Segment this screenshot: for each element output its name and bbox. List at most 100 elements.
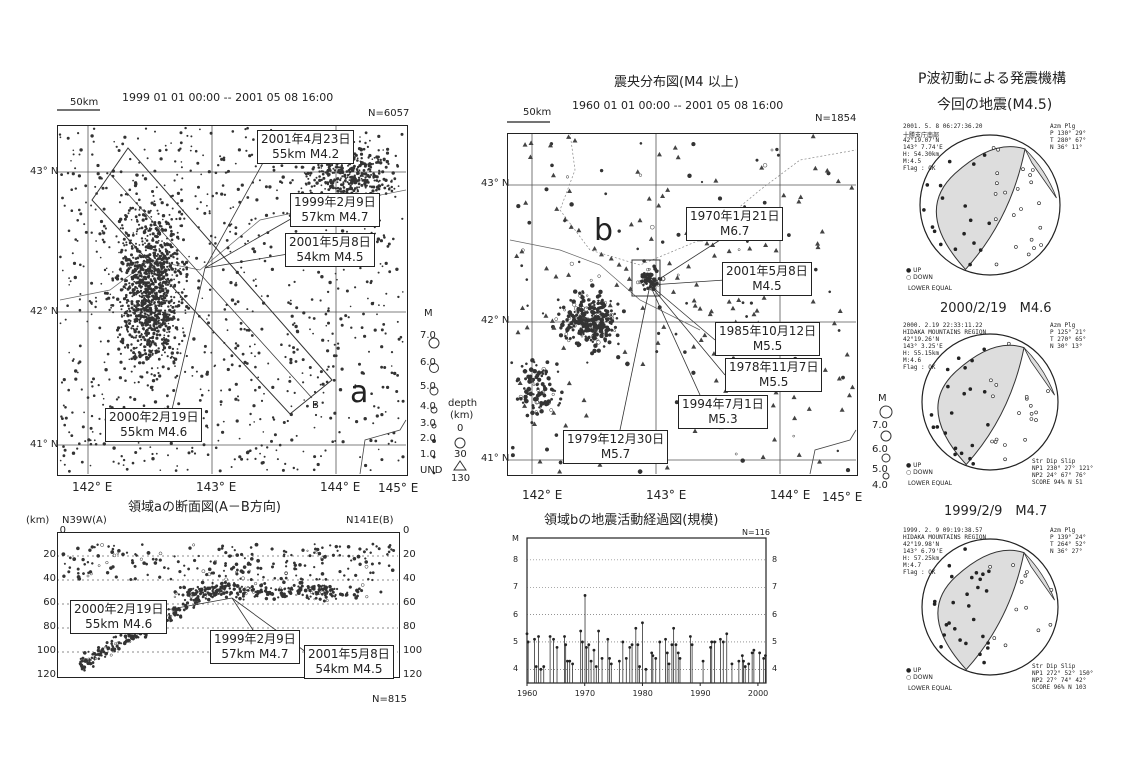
epicenter-dot — [207, 426, 209, 429]
epicenter-dot — [222, 358, 226, 361]
epicenter-dot — [135, 327, 138, 331]
map-a-lat: 42° N — [30, 306, 59, 317]
polarity-mark — [968, 456, 972, 461]
epicenter-dot — [110, 306, 112, 309]
polarity-mark — [963, 547, 967, 551]
epicenter-dot — [153, 321, 156, 324]
epicenter-dot — [357, 176, 361, 179]
magnitude-point — [667, 662, 671, 666]
epicenter-dot — [214, 446, 218, 450]
epicenter-dot — [339, 190, 343, 193]
epicenter-dot — [126, 298, 129, 302]
polarity-mark — [981, 572, 985, 577]
epicenter-dot — [67, 388, 70, 392]
epicenter-dot — [76, 447, 79, 450]
epicenter-dot — [163, 334, 166, 337]
epicenter-dot — [138, 352, 142, 355]
epicenter-dot — [142, 306, 146, 310]
polarity-mark — [1025, 570, 1029, 574]
map-a-count: N=6057 — [368, 108, 410, 119]
polarity-mark — [978, 652, 982, 657]
mechanism-plane-line: SCORE 96% N 103 — [1032, 684, 1087, 691]
epicenter-dot — [63, 448, 67, 452]
polarity-mark — [995, 181, 999, 185]
epicenter-dot — [137, 330, 141, 334]
epicenter-dot — [381, 385, 385, 389]
epicenter-dot — [104, 227, 107, 230]
magnitude-point — [672, 626, 676, 630]
polarity-mark — [1006, 341, 1011, 346]
magnitude-point — [542, 665, 546, 668]
epicenter-dot — [118, 376, 122, 380]
epicenter-dot — [143, 209, 146, 212]
epicenter-dot — [237, 148, 241, 152]
epicenter-dot — [80, 388, 83, 391]
epicenter-dot — [317, 166, 321, 169]
epicenter-dot — [200, 374, 204, 378]
epicenter-dot — [176, 173, 179, 176]
epicenter-dot — [130, 300, 134, 304]
epicenter-dot — [173, 179, 176, 182]
epicenter-dot — [369, 139, 371, 142]
epicenter-dot — [151, 311, 154, 314]
y-tick-label-right: 5 — [772, 636, 778, 646]
mechanism-heading: 1999/2/9 M4.7 — [944, 504, 1048, 519]
epicenter-dot — [289, 357, 293, 362]
epicenter-dot — [170, 229, 173, 233]
epicenter-dot — [126, 328, 129, 331]
depth-tick-right: 60 — [403, 597, 416, 608]
epicenter-dot — [101, 238, 105, 241]
epicenter-dot — [246, 308, 249, 311]
mechanism-info-line: 143° 7.74'E — [903, 144, 943, 151]
polarity-mark — [982, 389, 987, 394]
epicenter-dot — [130, 327, 133, 330]
epicenter-dot — [173, 296, 176, 299]
epicenter-dot — [120, 308, 123, 311]
epicenter-dot — [151, 275, 154, 278]
mechanism-plane-line: NP1 230° 27° 121° — [1032, 465, 1094, 472]
magnitude-point — [609, 662, 613, 666]
epicenter-dot — [145, 272, 149, 276]
epicenter-dot — [132, 256, 135, 259]
epicenter-dot — [382, 323, 386, 326]
epicenter-dot — [219, 155, 222, 158]
epicenter-dot — [165, 342, 169, 346]
epicenter-dot — [336, 163, 339, 166]
epicenter-dot — [362, 169, 366, 172]
epicenter-dot — [281, 468, 285, 472]
epicenter-dot — [138, 361, 142, 365]
epicenter-dot — [175, 217, 178, 221]
map-b-period: 1960 01 01 00:00 -- 2001 05 08 16:00 — [572, 99, 784, 112]
polarity-mark — [968, 387, 973, 391]
x-tick-label: 1990 — [690, 689, 711, 698]
polarity-mark — [1003, 443, 1007, 447]
epicenter-dot — [141, 262, 145, 266]
epicenter-dot — [390, 365, 393, 367]
polarity-mark — [993, 217, 998, 221]
magnitude-point — [740, 654, 744, 658]
epicenter-dot — [151, 452, 154, 456]
epicenter-dot — [151, 388, 154, 392]
magnitude-point — [674, 643, 678, 647]
depth-tick-right: 40 — [403, 573, 416, 584]
epicenter-dot — [396, 374, 399, 377]
epicenter-dot — [393, 177, 397, 181]
mechanism-plane-line: Str Dip Slip — [1032, 458, 1076, 465]
epicenter-dot — [176, 318, 180, 321]
epicenter-dot — [244, 242, 247, 245]
epicenter-dot — [334, 272, 337, 275]
coastline — [359, 419, 407, 475]
epicenter-dot — [289, 412, 293, 417]
epicenter-dot — [309, 328, 311, 331]
epicenter-dot — [272, 165, 275, 169]
epicenter-dot — [316, 462, 320, 467]
epicenter-dot — [216, 423, 220, 427]
epicenter-dot — [166, 265, 169, 268]
map-a-region-label: a — [350, 375, 369, 410]
epicenter-dot — [192, 337, 196, 341]
epicenter-dot — [338, 388, 343, 392]
epicenter-dot — [400, 132, 404, 136]
epicenter-dot — [132, 308, 136, 312]
epicenter-dot — [166, 313, 169, 315]
